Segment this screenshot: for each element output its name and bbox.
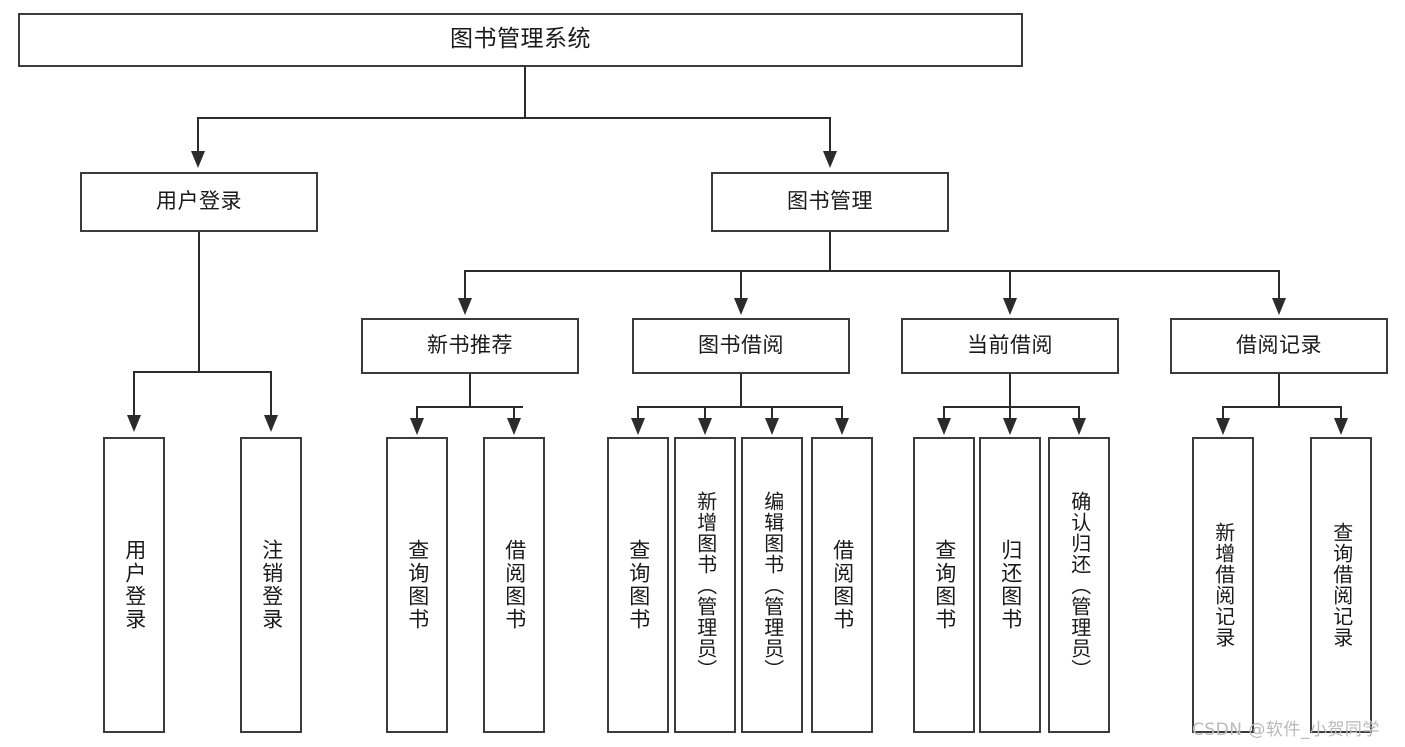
arrow-to-current-borrow xyxy=(1003,298,1017,315)
connector-borrowrecord-drop-2 xyxy=(1340,406,1342,420)
arrow-to-leaf-user-login xyxy=(127,415,141,432)
connector-bookborrow-drop-2 xyxy=(704,406,706,420)
leaf-add-borrow-record[interactable]: 新增借阅记录 xyxy=(1192,437,1254,733)
arrow-to-leaf-edit-book xyxy=(765,418,779,435)
connector-root-drop-2 xyxy=(829,117,831,153)
connector-bookmanage-drop-1 xyxy=(464,270,466,300)
arrow-to-new-book xyxy=(458,298,472,315)
leaf-borrow-book-recommend[interactable]: 借阅图书 xyxy=(483,437,545,733)
connector-borrowrecord-stem xyxy=(1278,374,1280,407)
node-label: 查询图书 xyxy=(932,539,957,631)
node-book-borrow[interactable]: 图书借阅 xyxy=(632,318,850,374)
node-label: 图书管理 xyxy=(787,189,873,214)
connector-bookmanage-bar xyxy=(464,270,1278,272)
leaf-confirm-return-admin[interactable]: 确认归还（管理员） xyxy=(1048,437,1110,733)
connector-root-drop-1 xyxy=(197,117,199,153)
node-label: 编辑图书（管理员） xyxy=(760,490,785,680)
connector-currentborrow-stem xyxy=(1009,374,1011,407)
connector-bookmanage-drop-4 xyxy=(1278,270,1280,300)
leaf-return-book[interactable]: 归还图书 xyxy=(979,437,1041,733)
arrow-to-book-borrow xyxy=(734,298,748,315)
node-book-manage[interactable]: 图书管理 xyxy=(711,172,949,232)
node-label: 新书推荐 xyxy=(427,333,513,358)
node-label: 借阅图书 xyxy=(502,539,527,631)
arrow-to-leaf-logout xyxy=(264,415,278,432)
node-label: 图书借阅 xyxy=(698,333,784,358)
node-label: 确认归还（管理员） xyxy=(1067,490,1092,680)
connector-userlogin-bar xyxy=(133,371,270,373)
node-label: 新增图书（管理员） xyxy=(693,490,718,680)
arrow-to-user-login xyxy=(191,151,205,168)
leaf-query-borrow-record[interactable]: 查询借阅记录 xyxy=(1310,437,1372,733)
arrow-to-borrow-record xyxy=(1272,298,1286,315)
node-label: 新增借阅记录 xyxy=(1211,522,1236,648)
connector-bookborrow-drop-1 xyxy=(637,406,639,420)
leaf-user-login[interactable]: 用户登录 xyxy=(103,437,165,733)
connector-userlogin-drop-2 xyxy=(270,371,272,417)
leaf-query-book-borrow[interactable]: 查询图书 xyxy=(607,437,669,733)
connector-newbook-bar xyxy=(416,406,523,408)
node-label: 用户登录 xyxy=(122,539,147,631)
arrow-to-leaf-borrow-book-1 xyxy=(507,418,521,435)
connector-root-bar xyxy=(197,117,829,119)
node-label: 借阅记录 xyxy=(1236,333,1322,358)
connector-root-stem xyxy=(524,67,526,118)
connector-bookmanage-stem xyxy=(829,232,831,272)
node-label: 查询图书 xyxy=(626,539,651,631)
connector-currentborrow-drop-1 xyxy=(943,406,945,420)
leaf-add-book-admin[interactable]: 新增图书（管理员） xyxy=(674,437,736,733)
connector-userlogin-stem xyxy=(198,232,200,372)
arrow-to-leaf-query-book-2 xyxy=(631,418,645,435)
connector-bookborrow-bar xyxy=(637,406,841,408)
arrow-to-leaf-query-record xyxy=(1334,418,1348,435)
node-user-login[interactable]: 用户登录 xyxy=(80,172,318,232)
connector-bookborrow-drop-4 xyxy=(841,406,843,420)
connector-currentborrow-drop-3 xyxy=(1078,406,1080,420)
connector-newbook-stem xyxy=(469,374,471,407)
node-new-book-recommend[interactable]: 新书推荐 xyxy=(361,318,579,374)
leaf-logout[interactable]: 注销登录 xyxy=(240,437,302,733)
leaf-edit-book-admin[interactable]: 编辑图书（管理员） xyxy=(741,437,803,733)
leaf-query-book-current[interactable]: 查询图书 xyxy=(913,437,975,733)
node-current-borrow[interactable]: 当前借阅 xyxy=(901,318,1119,374)
arrow-to-leaf-add-record xyxy=(1216,418,1230,435)
connector-borrowrecord-bar xyxy=(1222,406,1340,408)
node-label: 查询借阅记录 xyxy=(1329,522,1354,648)
node-label: 当前借阅 xyxy=(967,333,1053,358)
connector-bookborrow-drop-3 xyxy=(771,406,773,420)
arrow-to-book-manage xyxy=(823,151,837,168)
connector-currentborrow-bar xyxy=(943,406,1079,408)
connector-bookmanage-drop-3 xyxy=(1009,270,1011,300)
arrow-to-leaf-confirm-return xyxy=(1072,418,1086,435)
arrow-to-leaf-query-book-3 xyxy=(937,418,951,435)
connector-bookmanage-drop-2 xyxy=(740,270,742,300)
node-label: 注销登录 xyxy=(259,539,284,631)
connector-newbook-drop-2 xyxy=(513,406,515,420)
connector-userlogin-drop-1 xyxy=(133,371,135,417)
node-label: 查询图书 xyxy=(405,539,430,631)
arrow-to-leaf-add-book xyxy=(698,418,712,435)
connector-borrowrecord-drop-1 xyxy=(1222,406,1224,420)
node-root-system[interactable]: 图书管理系统 xyxy=(18,13,1023,67)
leaf-borrow-book[interactable]: 借阅图书 xyxy=(811,437,873,733)
arrow-to-leaf-return-book xyxy=(1003,418,1017,435)
node-label: 借阅图书 xyxy=(830,539,855,631)
node-label: 图书管理系统 xyxy=(450,26,591,53)
leaf-query-book-recommend[interactable]: 查询图书 xyxy=(386,437,448,733)
arrow-to-leaf-borrow-book-2 xyxy=(835,418,849,435)
arrow-to-leaf-query-book-1 xyxy=(410,418,424,435)
connector-bookborrow-stem xyxy=(740,374,742,407)
node-borrow-record[interactable]: 借阅记录 xyxy=(1170,318,1388,374)
node-label: 归还图书 xyxy=(998,539,1023,631)
connector-newbook-drop-1 xyxy=(416,406,418,420)
node-label: 用户登录 xyxy=(156,189,242,214)
connector-currentborrow-drop-2 xyxy=(1009,406,1011,420)
